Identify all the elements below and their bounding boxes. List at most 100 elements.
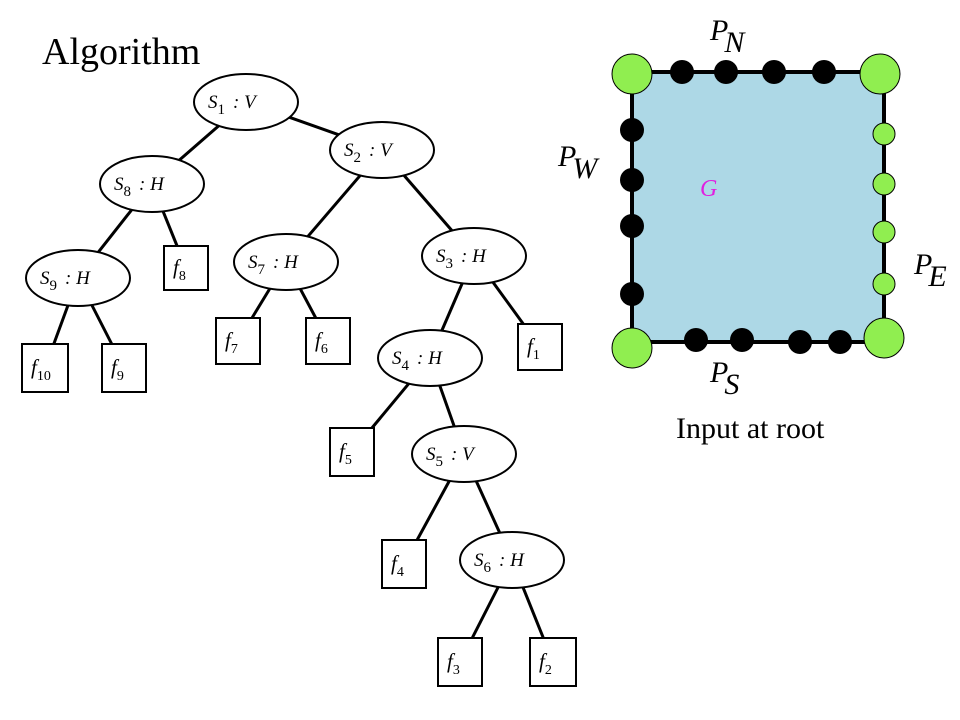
- tree-leaf-symbol: f: [225, 328, 234, 352]
- tree-node-subscript: 2: [354, 150, 362, 166]
- tree-edge-s4-s5: [438, 385, 456, 427]
- tree-leaf-f7: f7: [215, 317, 261, 365]
- tree-leaf-f8: f8: [163, 245, 209, 291]
- tree-leaf-box: [21, 343, 69, 393]
- tree-leaf-box: [305, 317, 351, 365]
- tree-leaf-symbol: f: [527, 334, 536, 358]
- tree-leaf-f4: f4: [381, 539, 427, 589]
- tree-node-subscript: 8: [124, 184, 132, 200]
- diagram-title: Algorithm: [42, 31, 200, 73]
- tree-leaf-subscript: 7: [231, 342, 238, 357]
- domain-square: [630, 70, 886, 344]
- tree-node-subscript: 7: [258, 262, 266, 278]
- tree-node-type: : V: [451, 444, 476, 465]
- tree-leaf-symbol: f: [339, 439, 348, 463]
- tree-node-type: : V: [233, 92, 258, 113]
- boundary-point: [788, 330, 812, 354]
- tree-node-s2: S2: V: [329, 121, 435, 179]
- tree-leaf-f6: f6: [305, 317, 351, 365]
- tree-node-label: S2: V: [344, 140, 394, 166]
- tree-leaf-f2: f2: [529, 637, 577, 687]
- tree-edge-s8-f8: [161, 210, 179, 247]
- side-label-sub: N: [723, 26, 746, 59]
- tree-leaf-subscript: 9: [117, 369, 124, 384]
- tree-edge-s7-f6: [298, 288, 318, 319]
- boundary-point: [670, 60, 694, 84]
- tree-edge-s8-s9: [97, 208, 133, 254]
- tree-node-s5: S5 : V: [411, 425, 517, 483]
- tree-node-symbol: S: [436, 246, 446, 267]
- tree-node-ellipse: [411, 425, 517, 483]
- east-boundary-point: [872, 172, 896, 196]
- boundary-point: [828, 330, 852, 354]
- tree-edges: [52, 115, 545, 639]
- tree-leaf-label: f1: [527, 334, 540, 363]
- corner-point: [863, 317, 905, 359]
- tree-edge-s1-s8: [178, 124, 220, 162]
- tree-node-type: : H: [417, 348, 443, 369]
- side-label-north: PN: [709, 14, 746, 59]
- tree-leaf-f10: f10: [21, 343, 69, 393]
- tree-node-type: : H: [461, 246, 487, 267]
- boundary-point: [620, 118, 644, 142]
- side-label-south: PS: [709, 356, 739, 401]
- tree-node-symbol: S: [40, 268, 50, 289]
- tree-leaf-label: f6: [315, 328, 328, 357]
- side-label-sub: S: [724, 368, 739, 401]
- tree-node-symbol: S: [426, 444, 436, 465]
- tree-leaf-label: f4: [391, 551, 404, 580]
- tree-leaf-f9: f9: [101, 343, 147, 393]
- tree-edge-s3-f1: [491, 281, 525, 325]
- boundary-point: [684, 328, 708, 352]
- tree-edge-s2-s3: [402, 174, 454, 232]
- corner-point: [611, 327, 653, 369]
- tree-leaf-subscript: 1: [533, 348, 540, 363]
- tree-edge-s7-f7: [250, 287, 272, 319]
- tree-node-symbol: S: [474, 550, 484, 571]
- boundary-point: [730, 328, 754, 352]
- tree-node-label: S8: H: [114, 174, 165, 200]
- tree-leaf-label: f3: [447, 649, 460, 678]
- tree-node-subscript: 3: [446, 256, 454, 272]
- east-boundary-point: [872, 220, 896, 244]
- region-label: G: [700, 176, 717, 202]
- tree-leaf-label: f5: [339, 439, 352, 468]
- tree-leaf-label: f2: [539, 649, 552, 678]
- tree-node-ellipse: [421, 227, 527, 285]
- tree-leaf-subscript: 8: [179, 269, 186, 284]
- boundary-point: [714, 60, 738, 84]
- tree-leaf-label: f8: [173, 255, 186, 284]
- tree-node-label: S6: H: [474, 550, 525, 576]
- tree-edge-s2-s7: [306, 174, 362, 238]
- tree-node-type: : V: [369, 140, 394, 161]
- tree-node-subscript: 9: [50, 278, 58, 294]
- boundary-point: [620, 168, 644, 192]
- tree-edge-s5-s6: [474, 480, 502, 534]
- corner-point: [859, 53, 901, 95]
- boundary-point: [812, 60, 836, 84]
- tree-node-label: S3 : H: [436, 246, 487, 272]
- tree-node-ellipse: [99, 155, 205, 213]
- tree-node-subscript: 5: [436, 454, 444, 470]
- tree-leaf-subscript: 10: [37, 369, 51, 384]
- tree-node-s1: S1: V: [193, 73, 299, 131]
- tree-node-symbol: S: [392, 348, 402, 369]
- tree-edge-s3-s4: [440, 282, 464, 332]
- tree-leaf-f1: f1: [517, 323, 563, 371]
- tree-node-label: S5 : V: [426, 444, 476, 470]
- tree-leaf-box: [517, 323, 563, 371]
- tree-node-label: S9: H: [40, 268, 91, 294]
- tree-leaf-box: [215, 317, 261, 365]
- side-label-main: P: [709, 356, 728, 389]
- tree-leaf-subscript: 3: [453, 663, 460, 678]
- tree-node-type: : H: [273, 252, 299, 273]
- tree-leaf-symbol: f: [539, 649, 548, 673]
- east-boundary-point: [872, 122, 896, 146]
- tree-node-subscript: 6: [484, 560, 492, 576]
- tree-leaf-box: [163, 245, 209, 291]
- tree-leaf-symbol: f: [31, 355, 40, 379]
- tree-node-symbol: S: [248, 252, 258, 273]
- tree-node-ellipse: [25, 249, 131, 307]
